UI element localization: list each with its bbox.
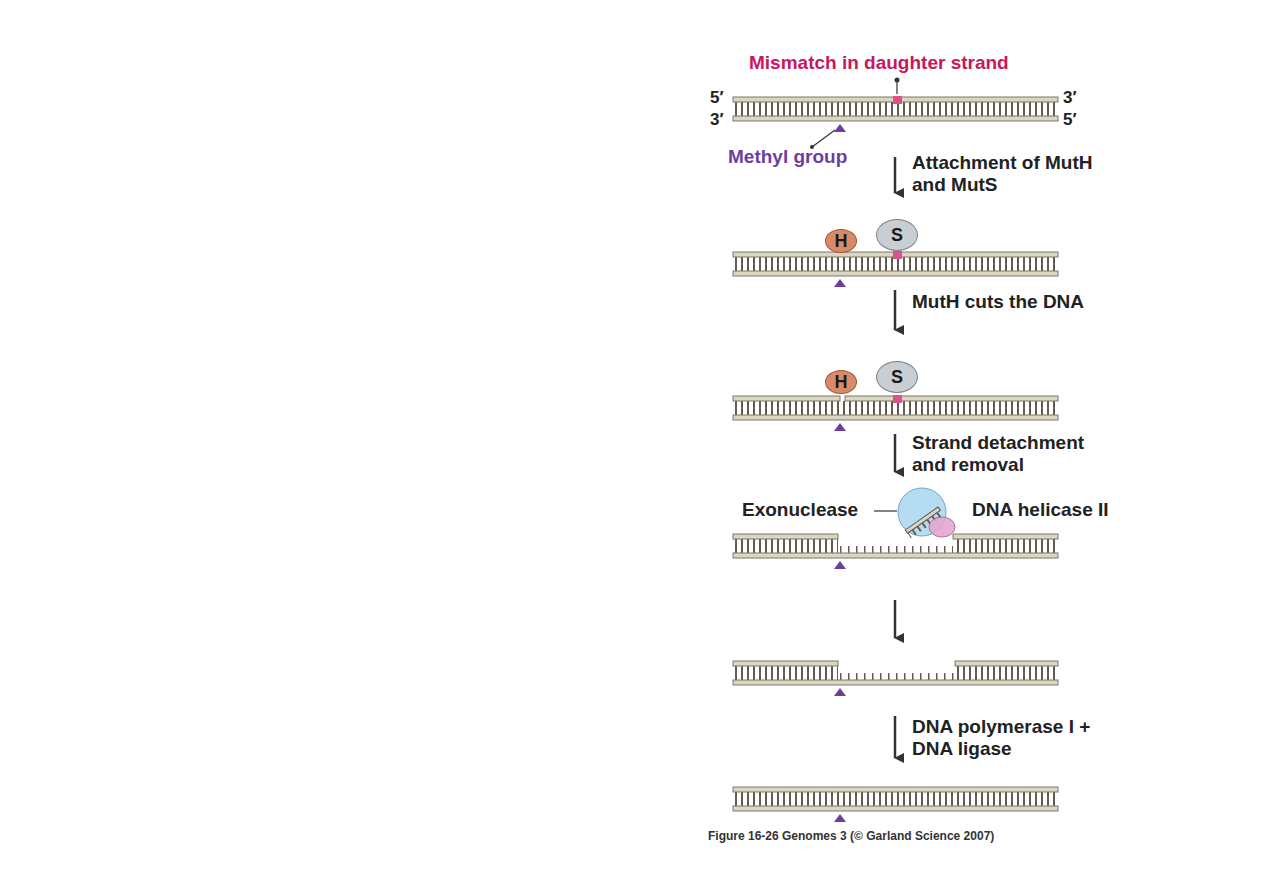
muth-protein: H [825,229,857,253]
muth-protein: H [825,370,857,394]
strand-end: 3′ [710,110,724,130]
muts-protein: S [876,361,918,393]
protein-label: H [835,231,848,252]
step-label: Attachment of MutH and MutS [912,152,1122,196]
strand-end: 5′ [710,88,724,108]
exonuclease-helicase [898,488,955,538]
leader-lines [812,80,897,511]
step-label: DNA polymerase I + DNA ligase [912,716,1092,760]
protein-label: S [891,225,903,246]
methyl-label: Methyl group [728,146,847,168]
step-label: Strand detachment and removal [912,432,1117,476]
leader-dot [895,78,900,83]
protein-label: H [835,372,848,393]
step-label: MutH cuts the DNA [912,291,1084,313]
strand-end: 3′ [1063,88,1077,108]
muts-protein: S [876,219,918,251]
strand-end: 5′ [1063,110,1077,130]
part-label: DNA helicase II [972,499,1109,521]
part-label: Exonuclease [742,499,858,521]
protein-label: S [891,367,903,388]
figure-caption: Figure 16-26 Genomes 3 (© Garland Scienc… [708,830,994,844]
mismatch-label: Mismatch in daughter strand [749,52,1009,74]
